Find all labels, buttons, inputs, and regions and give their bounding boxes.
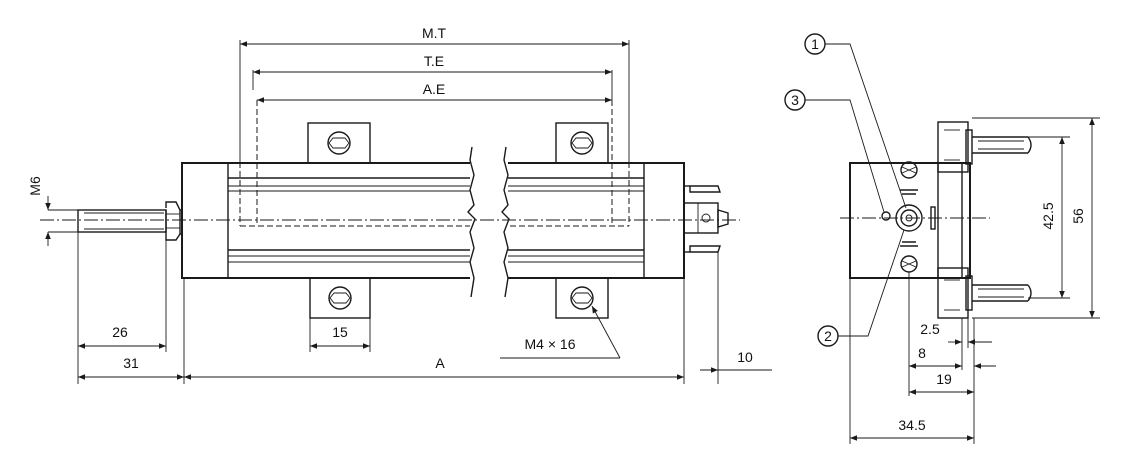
m6-label: M6 — [27, 176, 43, 196]
d42-5-label: 42.5 — [1040, 202, 1056, 229]
d2-5-dimension: 2.5 — [920, 321, 992, 345]
d34-5-label: 34.5 — [898, 417, 925, 433]
end-bottom-mounting-bracket — [937, 267, 1032, 319]
terminal-lugs — [683, 185, 729, 253]
end-top-mounting-bracket — [937, 121, 1032, 173]
d15-dimension: 15 — [310, 324, 370, 349]
te-dimension: T.E — [253, 53, 612, 75]
bottom-right-mounting-bracket — [555, 277, 609, 319]
d26-dimension: 26 — [78, 324, 166, 349]
end-terminal-screws — [900, 161, 918, 273]
callout-3-label: 3 — [791, 92, 799, 108]
callout-2-label: 2 — [824, 328, 832, 344]
d8-dimension: 8 — [909, 345, 996, 369]
d31-label: 31 — [123, 355, 139, 371]
d10-dimension: 10 — [700, 349, 772, 373]
callout-2: 2 — [817, 229, 905, 347]
top-left-mounting-bracket — [307, 122, 371, 164]
d31-dimension: 31 — [78, 355, 184, 380]
te-label: T.E — [424, 53, 444, 69]
d8-label: 8 — [918, 345, 926, 361]
side-view: M.T T.E A.E — [27, 25, 772, 384]
mt-label: M.T — [422, 25, 447, 41]
callout-1: 1 — [804, 33, 907, 209]
d56-dimension: 56 — [1070, 118, 1095, 318]
bottom-left-mounting-bracket — [309, 277, 371, 319]
m4x16-label: M4 × 16 — [525, 336, 576, 352]
a-label: A — [435, 355, 445, 371]
d26-label: 26 — [112, 324, 128, 340]
m6-dimension: M6 — [27, 176, 78, 246]
d15-label: 15 — [332, 324, 348, 340]
shaft-and-nut — [77, 201, 182, 241]
m4x16-leader: M4 × 16 — [500, 305, 621, 359]
callout-1-label: 1 — [811, 36, 819, 52]
callout-3: 3 — [784, 89, 885, 213]
d42-5-dimension: 42.5 — [1040, 137, 1065, 298]
d34-5-dimension: 34.5 — [850, 417, 974, 441]
d2-5-label: 2.5 — [920, 321, 940, 337]
break-symbol — [467, 146, 510, 299]
a-dimension: A — [184, 355, 684, 380]
d10-label: 10 — [737, 349, 753, 365]
d19-label: 19 — [936, 371, 952, 387]
end-view: 1 3 2 42.5 — [784, 33, 1100, 444]
extension-lines-bottom — [77, 232, 719, 384]
end-extension-lines — [849, 117, 1100, 444]
ae-label: A.E — [423, 81, 446, 97]
end-housing — [849, 162, 971, 279]
ae-dimension: A.E — [257, 81, 612, 103]
d56-label: 56 — [1070, 208, 1086, 224]
top-right-mounting-bracket — [555, 122, 609, 164]
housing-body — [181, 100, 685, 279]
mt-dimension: M.T — [240, 25, 629, 47]
d19-dimension: 19 — [909, 371, 974, 395]
